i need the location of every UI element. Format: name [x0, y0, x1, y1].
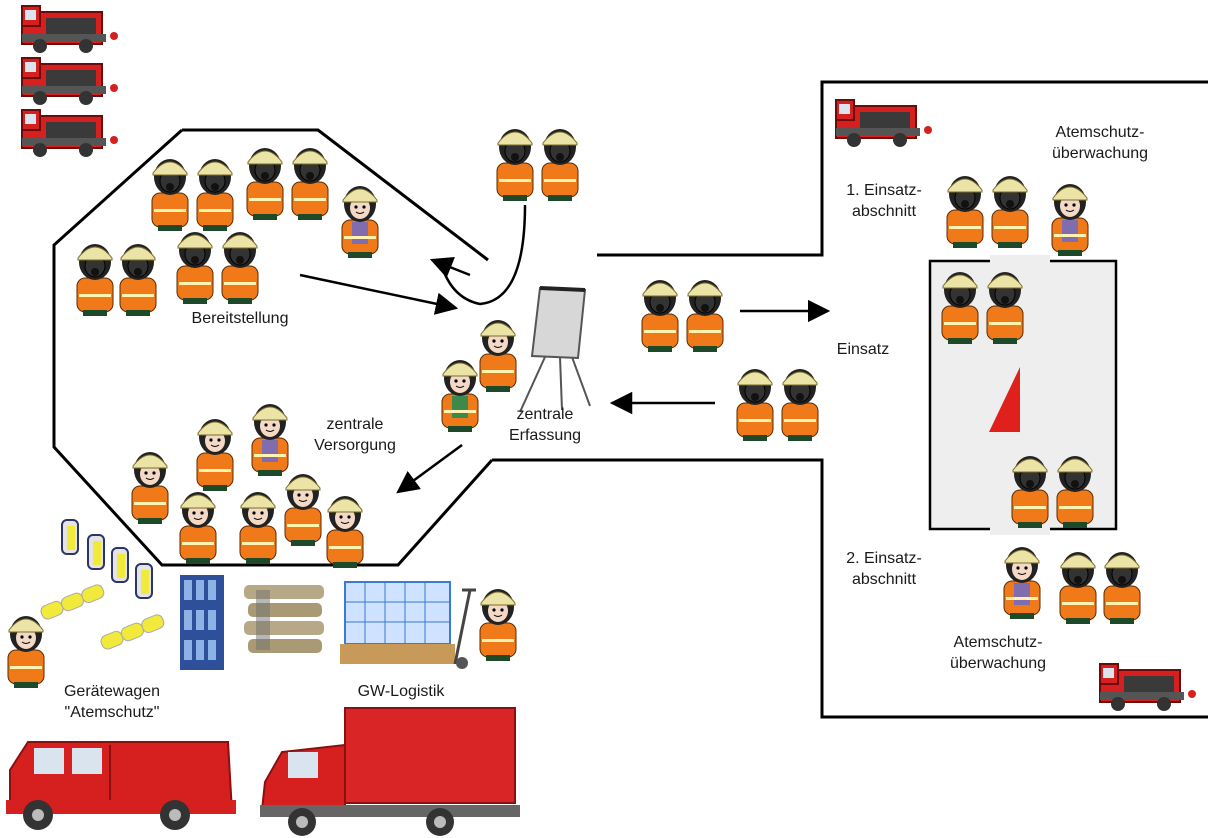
firefighter-with-mask-icon — [1059, 552, 1097, 624]
curve-arrow-head — [429, 256, 471, 278]
label-atemschutz-top: Atemschutz- überwachung — [1051, 124, 1149, 162]
firefighter-with-mask-icon — [941, 272, 979, 344]
assembly-area-boundary — [52, 128, 494, 567]
fire-engine-icon — [21, 57, 118, 105]
firefighter-with-mask-icon — [781, 369, 819, 441]
fire-engine-icon — [1099, 663, 1196, 711]
arrow-to-registration — [299, 273, 459, 315]
firefighter-icon — [479, 320, 517, 392]
label-einsatzabschnitt-2: 2. Einsatz- abschnitt — [846, 550, 922, 588]
return-curve-arrow — [438, 204, 527, 306]
fire-engine-icon — [21, 5, 118, 53]
fire-engine-icon — [835, 99, 932, 147]
flipchart-icon — [519, 286, 591, 413]
firefighter-with-mask-icon — [246, 148, 284, 220]
firefighter-with-mask-icon — [686, 280, 724, 352]
water-crates-icon — [180, 575, 224, 670]
firefighter-icon — [7, 616, 45, 688]
firefighter-with-mask-icon — [991, 176, 1029, 248]
assembly-area-boundary-top — [182, 128, 489, 262]
fire-engine-icon — [21, 109, 118, 157]
label-einsatzabschnitt-1: 1. Einsatz- abschnitt — [846, 182, 922, 220]
firefighter-with-mask-icon — [196, 159, 234, 231]
firefighter-with-mask-icon — [291, 148, 329, 220]
label-zentrale-versorgung: zentrale Versorgung — [314, 416, 396, 454]
firefighter-with-mask-icon — [641, 280, 679, 352]
firefighter-with-mask-icon — [176, 232, 214, 304]
firefighter-with-mask-icon — [1103, 552, 1141, 624]
label-zentrale-erfassung: zentrale Erfassung — [508, 406, 582, 444]
firefighter-with-mask-icon — [541, 129, 579, 201]
label-bereitstellung: Bereitstellung — [191, 310, 289, 327]
label-einsatz: Einsatz — [836, 341, 890, 358]
label-geraetewagen: Gerätewagen "Atemschutz" — [63, 683, 161, 721]
firefighter-with-mask-icon — [221, 232, 259, 304]
air-cylinders-icon — [40, 584, 165, 650]
red-triangle-marker — [989, 367, 1020, 432]
firefighter-with-mask-icon — [76, 244, 114, 316]
label-atemschutz-bottom: Atemschutz- überwachung — [949, 634, 1047, 672]
breathing-apparatus-icon — [61, 519, 153, 599]
firefighter-with-mask-icon — [1056, 456, 1094, 528]
firefighter-icon — [326, 496, 364, 568]
firefighter-with-mask-icon — [119, 244, 157, 316]
firefighter-with-mask-icon — [496, 129, 534, 201]
arrow-to-supply — [396, 443, 463, 494]
firefighter-with-mask-icon — [946, 176, 984, 248]
firefighter-icon — [1051, 184, 1089, 256]
breathing-apparatus-vehicle — [6, 741, 236, 830]
firefighter-icon — [441, 360, 479, 432]
firefighter-icon — [131, 452, 169, 524]
firefighter-with-mask-icon — [736, 369, 774, 441]
hose-stack-icon — [244, 585, 324, 653]
firefighter-with-mask-icon — [151, 159, 189, 231]
firefighter-icon — [251, 404, 289, 476]
logistics-truck — [260, 707, 520, 836]
firefighter-icon — [284, 474, 322, 546]
firefighter-with-mask-icon — [986, 272, 1024, 344]
firefighter-with-mask-icon — [1011, 456, 1049, 528]
firefighter-icon — [479, 589, 517, 661]
operation-area-boundary-lower — [492, 458, 1208, 719]
operation-area-boundary — [597, 80, 1208, 257]
firefighter-icon — [1003, 547, 1041, 619]
firefighter-icon — [341, 186, 379, 258]
roll-container-icon — [340, 581, 476, 669]
firefighter-icon — [196, 419, 234, 491]
label-gw-logistik: GW-Logistik — [357, 683, 445, 700]
firefighter-icon — [179, 492, 217, 564]
firefighter-icon — [239, 492, 277, 564]
